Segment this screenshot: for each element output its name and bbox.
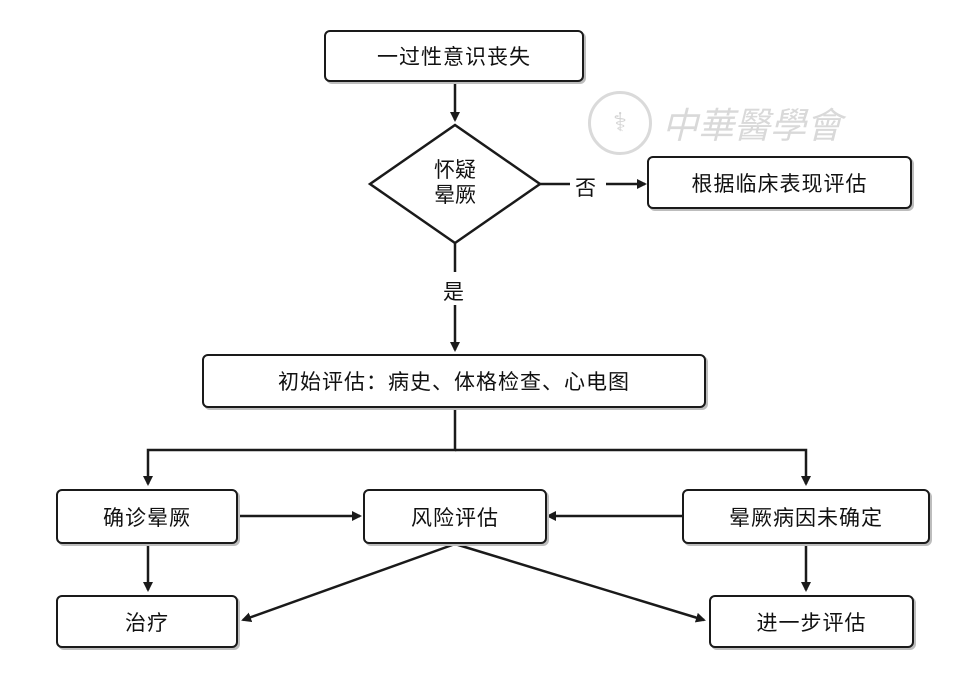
node-risk: 风险评估 <box>363 489 547 544</box>
edge-label-yes: 是 <box>443 280 464 304</box>
node-unknown-text: 晕厥病因未确定 <box>729 505 883 530</box>
watermark-text: 中華醫學會 <box>662 106 843 147</box>
node-confirmed: 确诊晕厥 <box>56 489 238 544</box>
node-treatment: 治疗 <box>56 595 238 648</box>
edge-initial-split <box>143 408 457 486</box>
edge-risk-to-further <box>454 542 706 623</box>
seal-icon: ⚕ <box>588 91 652 155</box>
node-risk-text: 风险评估 <box>411 505 499 530</box>
node-further-text: 进一步评估 <box>756 610 867 635</box>
node-decision: 怀疑 晕厥 <box>395 158 515 208</box>
node-initial: 初始评估：病史、体格检查、心电图 <box>202 354 706 408</box>
node-unknown: 晕厥病因未确定 <box>682 489 930 544</box>
node-clinical-text: 根据临床表现评估 <box>691 171 868 196</box>
edge-label-no: 否 <box>575 176 596 200</box>
edge-initial-to-unknown <box>455 448 811 486</box>
node-confirmed-text: 确诊晕厥 <box>103 505 191 530</box>
decision-line1: 怀疑 <box>434 158 476 182</box>
watermark: ⚕ 中華醫學會 <box>588 88 888 158</box>
edge-risk-to-treatment <box>241 542 456 623</box>
node-treatment-text: 治疗 <box>125 610 169 635</box>
decision-line2: 晕厥 <box>434 183 476 207</box>
node-further: 进一步评估 <box>709 595 914 648</box>
node-clinical: 根据临床表现评估 <box>647 156 912 209</box>
node-initial-text: 初始评估：病史、体格检查、心电图 <box>278 370 630 394</box>
node-start-text: 一过性意识丧失 <box>377 45 531 69</box>
node-start: 一过性意识丧失 <box>324 30 584 82</box>
